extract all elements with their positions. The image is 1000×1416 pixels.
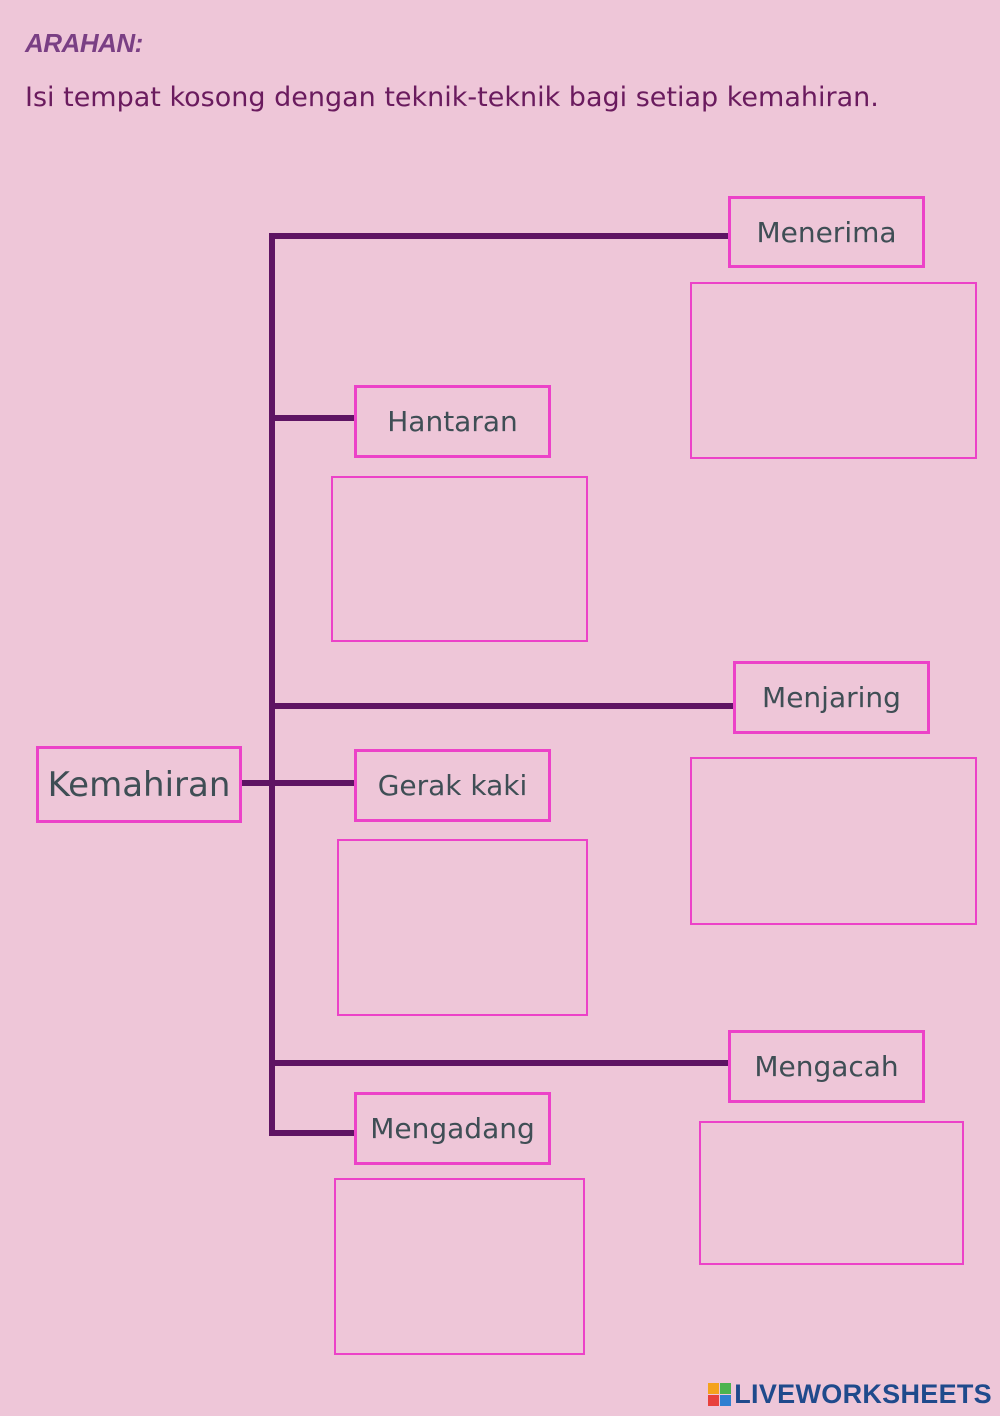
node-mengacah: Mengacah [728,1030,925,1103]
connector-root [240,780,272,786]
heading: ARAHAN: [25,28,143,58]
answer-box-mengacah[interactable] [699,1121,964,1265]
node-mengadang: Mengadang [354,1092,551,1165]
answer-box-gerak-kaki[interactable] [337,839,588,1016]
trunk-line [269,233,275,1136]
connector-mengacah [269,1060,731,1066]
root-node-kemahiran: Kemahiran [36,746,242,823]
connector-menjaring [269,703,736,709]
answer-box-hantaran[interactable] [331,476,588,642]
node-hantaran: Hantaran [354,385,551,458]
answer-box-mengadang[interactable] [334,1178,585,1355]
instruction: Isi tempat kosong dengan teknik-teknik b… [25,82,879,113]
answer-box-menerima[interactable] [690,282,977,459]
connector-gerak-kaki [269,780,357,786]
connector-hantaran [269,415,357,421]
connector-mengadang [269,1130,357,1136]
node-menerima: Menerima [728,196,925,268]
brand-text: LIVEWORKSHEETS [734,1379,992,1409]
node-gerak-kaki: Gerak kaki [354,749,551,822]
liveworksheets-brand: LIVEWORKSHEETS [708,1379,992,1410]
node-menjaring: Menjaring [733,661,930,734]
answer-box-menjaring[interactable] [690,757,977,925]
connector-menerima [269,233,731,239]
liveworksheets-logo-icon [708,1383,732,1406]
